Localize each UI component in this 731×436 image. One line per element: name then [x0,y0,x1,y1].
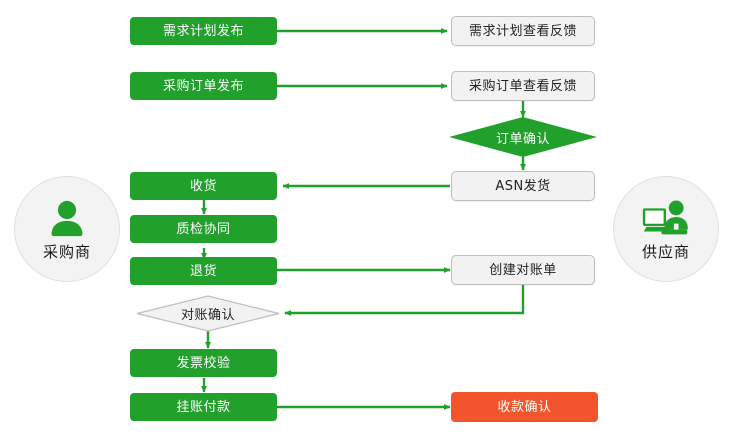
actor-buyer-label: 采购商 [42,243,91,261]
node-label: 退货 [189,263,217,279]
node-label: 收货 [189,178,217,194]
node-order-confirm[interactable]: 订单确认 [449,117,597,157]
node-payment-on-account[interactable]: 挂账付款 [130,393,277,421]
node-label: 创建对账单 [489,262,557,278]
node-payment-receipt-confirm[interactable]: 收款确认 [451,392,598,422]
node-purchase-order-view-feedback[interactable]: 采购订单查看反馈 [451,71,595,101]
node-purchase-order-publish[interactable]: 采购订单发布 [130,72,277,100]
node-quality-inspection-collaboration[interactable]: 质检协同 [130,215,277,243]
node-label: 需求计划发布 [162,23,244,39]
node-demand-plan-publish[interactable]: 需求计划发布 [130,17,277,45]
node-label: ASN发货 [495,178,551,194]
node-receive-goods[interactable]: 收货 [130,172,277,200]
node-label: 收款确认 [497,399,552,415]
node-label: 挂账付款 [176,399,231,415]
actor-supplier[interactable]: 供应商 [613,176,719,282]
actor-supplier-label: 供应商 [641,243,690,261]
person-computer-icon [640,196,692,240]
node-reconciliation-confirm[interactable]: 对账确认 [136,295,280,332]
node-create-reconciliation-statement[interactable]: 创建对账单 [451,255,595,285]
node-demand-plan-view-feedback[interactable]: 需求计划查看反馈 [451,16,595,46]
node-label: 采购订单发布 [162,78,244,94]
node-label: 采购订单查看反馈 [468,78,577,94]
edge-n10-n11 [284,285,525,316]
node-label: 质检协同 [176,221,231,237]
node-label: 需求计划查看反馈 [468,23,577,39]
node-return-goods[interactable]: 退货 [130,257,277,285]
person-icon [41,196,93,240]
actor-buyer[interactable]: 采购商 [14,176,120,282]
node-asn-shipment[interactable]: ASN发货 [451,171,595,201]
node-invoice-verification[interactable]: 发票校验 [130,349,277,377]
node-label: 对账确认 [180,308,235,323]
node-label: 发票校验 [176,355,231,371]
node-label: 订单确认 [495,131,550,147]
